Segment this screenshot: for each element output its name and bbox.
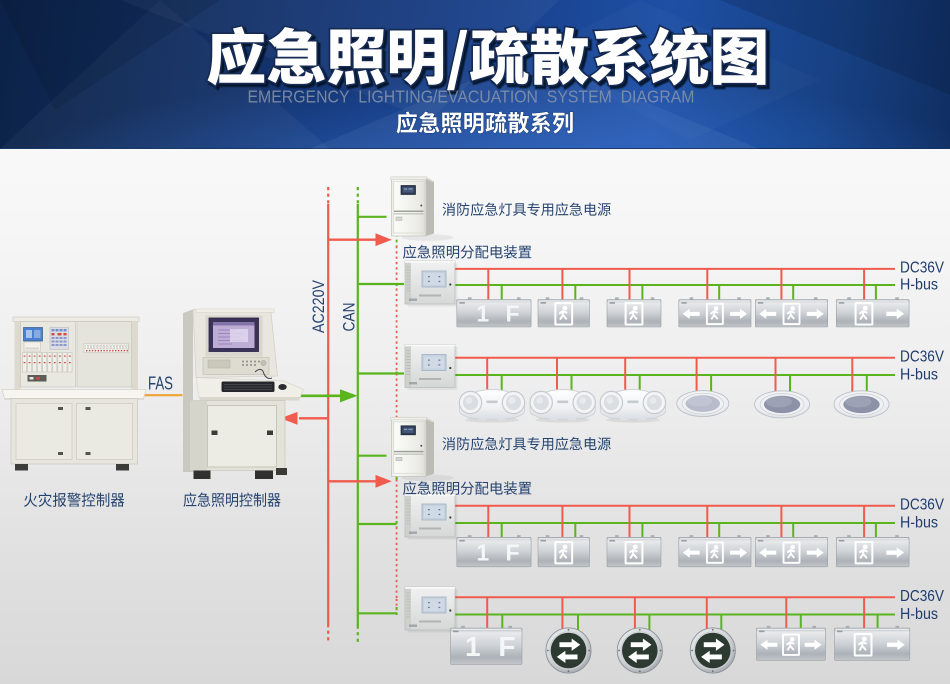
svg-text:DC36V: DC36V xyxy=(900,497,944,514)
svg-text:AC220V: AC220V xyxy=(309,279,328,333)
svg-text:H-bus: H-bus xyxy=(900,514,938,531)
svg-text:DC36V: DC36V xyxy=(900,588,944,605)
svg-text:FAS: FAS xyxy=(148,374,173,394)
svg-text:EMERGENCY LIGHTING/EVACUATION: EMERGENCY LIGHTING/EVACUATION SYSTEM DIA… xyxy=(248,87,695,107)
svg-text:H-bus: H-bus xyxy=(900,606,938,623)
svg-text:DC36V: DC36V xyxy=(900,349,944,366)
svg-text:DC36V: DC36V xyxy=(900,260,944,277)
svg-text:H-bus: H-bus xyxy=(900,366,938,383)
svg-text:H-bus: H-bus xyxy=(900,276,938,293)
svg-text:CAN: CAN xyxy=(340,303,359,332)
svg-text:1 F: 1 F xyxy=(476,301,524,327)
svg-text:1 F: 1 F xyxy=(476,539,524,565)
svg-text:1 F: 1 F xyxy=(465,631,520,662)
